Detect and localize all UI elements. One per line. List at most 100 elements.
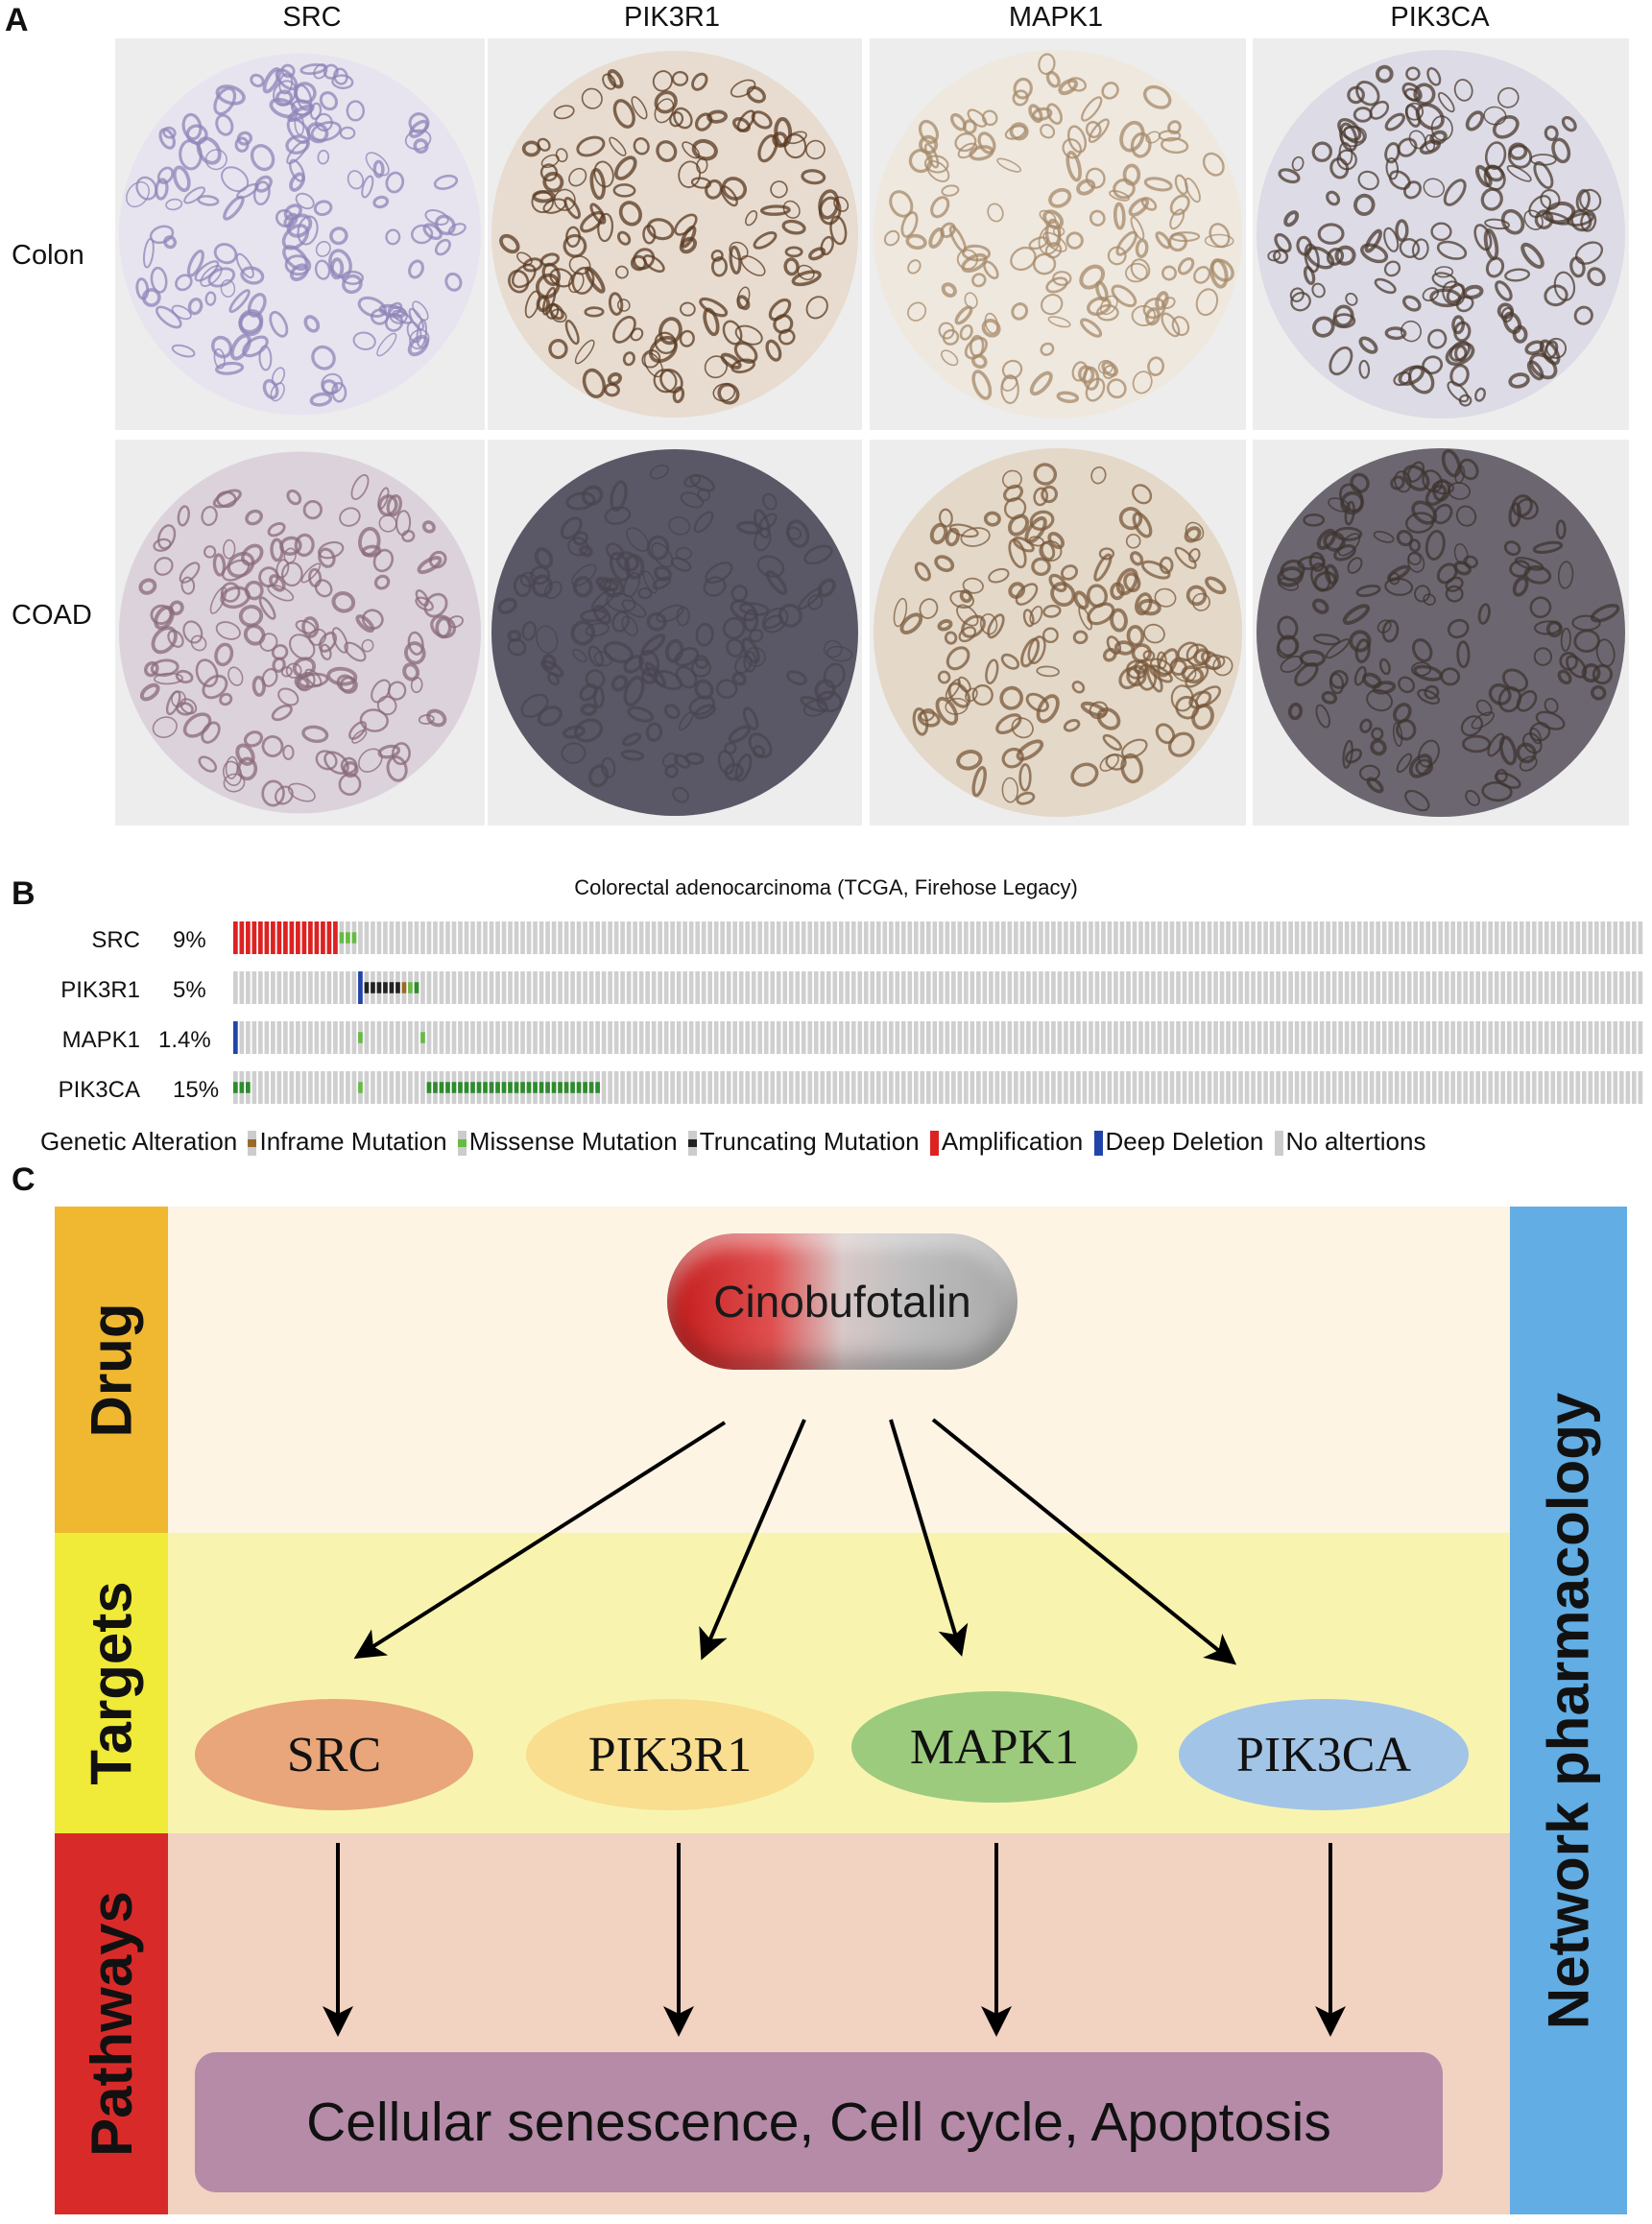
sample-cell: [1438, 1021, 1444, 1054]
sample-cell: [932, 921, 938, 954]
sample-cell: [738, 921, 744, 954]
sample-cell: [1269, 1021, 1275, 1054]
sample-cell: [1101, 921, 1106, 954]
sample-cell: [533, 1021, 538, 1054]
oncoprint: [233, 921, 1643, 1104]
sample-cell: [1144, 971, 1150, 1004]
legend-amplification: Amplification: [929, 1127, 1083, 1157]
sample-cell: [1475, 971, 1481, 1004]
sample-cell: [1138, 1071, 1143, 1104]
sample-cell: [738, 1021, 744, 1054]
sample-cell: [608, 921, 612, 954]
ihc-image-colon-pik3ca: [1253, 38, 1629, 430]
sample-cell: [900, 1071, 906, 1104]
missense-mark: [533, 1082, 538, 1093]
sample-cell: [239, 1021, 245, 1054]
sample-cell: [951, 1071, 956, 1104]
sample-cell: [1531, 971, 1537, 1004]
missense-mark: [539, 1082, 544, 1093]
sample-cell: [1494, 1071, 1499, 1104]
sample-cell: [688, 971, 694, 1004]
sample-cell: [1606, 1021, 1612, 1054]
amplification-mark: [314, 921, 320, 954]
sample-cell: [838, 971, 844, 1004]
sample-cell: [1294, 1071, 1300, 1104]
sample-cell: [1469, 1071, 1474, 1104]
sample-cell: [1538, 1021, 1544, 1054]
sample-cell: [1157, 921, 1162, 954]
sample-cell: [364, 921, 370, 954]
truncating-mark: [364, 982, 370, 993]
sample-cell: [445, 1021, 450, 1054]
sample-cell: [1089, 1071, 1093, 1104]
sample-cell: [401, 1021, 407, 1054]
amplification-mark: [308, 921, 313, 954]
sample-cell: [820, 971, 826, 1004]
sample-cell: [782, 971, 788, 1004]
amplification-mark: [296, 921, 300, 954]
sample-cell: [1163, 921, 1168, 954]
sample-cell: [1450, 971, 1456, 1004]
sample-cell: [1394, 1021, 1400, 1054]
sample-cell: [1044, 971, 1050, 1004]
sample-cell: [838, 1021, 844, 1054]
sample-cell: [1331, 1071, 1337, 1104]
sample-cell: [1288, 1071, 1293, 1104]
sample-cell: [1331, 1021, 1337, 1054]
sample-cell: [1294, 921, 1300, 954]
sample-cell: [401, 1071, 407, 1104]
amplification-mark: [326, 921, 332, 954]
sample-cell: [1126, 1071, 1131, 1104]
sample-cell: [720, 971, 726, 1004]
deep-deletion-mark: [233, 1021, 238, 1054]
sample-cell: [882, 921, 888, 954]
sample-cell: [1044, 921, 1050, 954]
sample-cell: [333, 1071, 338, 1104]
sample-cell: [1101, 1021, 1106, 1054]
sample-cell: [1593, 1021, 1599, 1054]
sample-cell: [1475, 921, 1481, 954]
sample-cell: [470, 1021, 475, 1054]
sample-cell: [1207, 1071, 1212, 1104]
sample-cell: [1625, 1021, 1631, 1054]
gene-label-pik3ca: PIK3CA: [58, 1077, 140, 1103]
sample-cell: [1126, 921, 1131, 954]
sample-cell: [1188, 1071, 1193, 1104]
sample-cell: [495, 971, 500, 1004]
sample-cell: [558, 921, 563, 954]
sample-cell: [895, 971, 900, 1004]
sample-cell: [788, 1071, 794, 1104]
sample-cell: [658, 921, 662, 954]
sample-cell: [1076, 1021, 1081, 1054]
sample-cell: [271, 1071, 275, 1104]
missense-mark: [583, 1082, 587, 1093]
sample-cell: [770, 971, 776, 1004]
sample-cell: [1513, 971, 1519, 1004]
sample-cell: [1500, 1071, 1506, 1104]
missense-mark: [339, 932, 345, 944]
sample-cell: [1356, 1071, 1362, 1104]
sample-cell: [1588, 921, 1593, 954]
sample-cell: [1101, 971, 1106, 1004]
sample-cell: [663, 1021, 669, 1054]
sample-cell: [1032, 921, 1038, 954]
sample-cell: [795, 921, 801, 954]
tissue-core: [491, 449, 858, 816]
sample-cell: [820, 1021, 826, 1054]
sample-cell: [233, 971, 238, 1004]
sample-cell: [1394, 971, 1400, 1004]
sample-cell: [932, 1021, 938, 1054]
sample-cell: [1001, 1021, 1006, 1054]
sample-cell: [1039, 1021, 1043, 1054]
sample-cell: [838, 921, 844, 954]
sample-cell: [1625, 1071, 1631, 1104]
sample-cell: [1144, 1071, 1150, 1104]
sample-cell: [964, 971, 969, 1004]
sample-cell: [1019, 1021, 1025, 1054]
sample-cell: [682, 1071, 687, 1104]
sample-cell: [1606, 921, 1612, 954]
sample-cell: [832, 1021, 838, 1054]
sample-cell: [857, 921, 863, 954]
pct-label-pik3ca: 15%: [173, 1077, 220, 1103]
sample-cell: [1132, 971, 1137, 1004]
